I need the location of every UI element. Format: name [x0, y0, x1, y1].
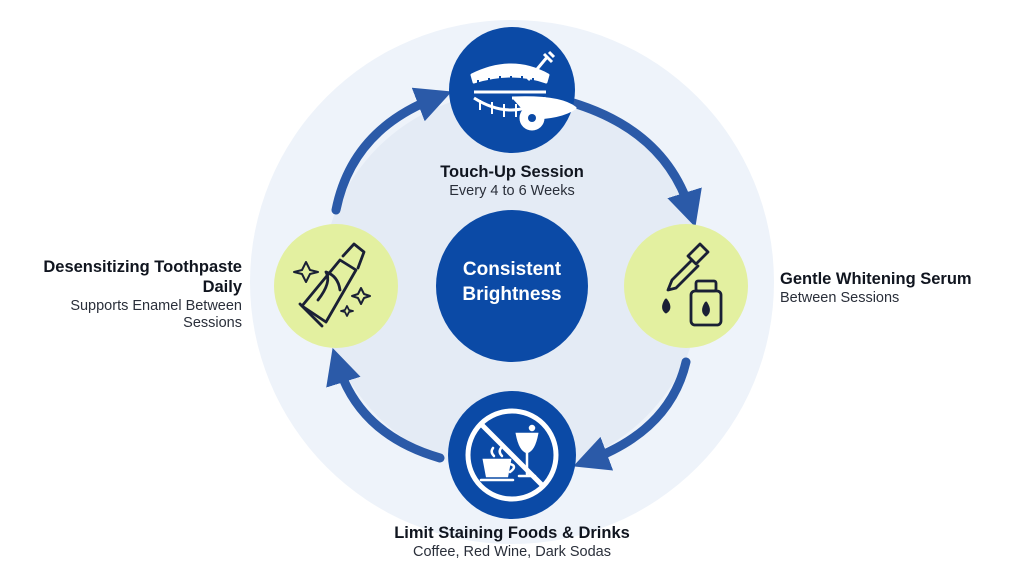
step-subtitle: Coffee, Red Wine, Dark Sodas — [413, 543, 611, 560]
center-title: Consistent Brightness — [462, 259, 562, 305]
toothpaste-sparkle-icon — [293, 242, 371, 328]
arrow-right-to-bottom — [573, 357, 691, 471]
step-subtitle: Every 4 to 6 Weeks — [449, 182, 575, 199]
arrow-left-to-top — [331, 87, 452, 215]
arrow-bottom-to-left — [326, 347, 445, 463]
node-toothpaste — [274, 224, 398, 348]
node-serum — [624, 224, 748, 348]
step-label-toothpaste: Desensitizing Toothpaste Daily Supports … — [40, 258, 242, 332]
arrow-top-to-right — [565, 97, 702, 228]
step-title: Gentle Whitening Serum — [780, 270, 972, 288]
step-title: Touch-Up Session — [440, 163, 584, 181]
step-label-limit-staining: Limit Staining Foods & Drinks Coffee, Re… — [352, 524, 672, 561]
step-title: Limit Staining Foods & Drinks — [394, 524, 630, 542]
no-coffee-wine-icon — [479, 424, 539, 482]
step-label-touch-up: Touch-Up Session Every 4 to 6 Weeks — [392, 163, 632, 200]
node-touch-up — [449, 27, 577, 153]
step-label-serum: Gentle Whitening Serum Between Sessions — [780, 270, 1020, 307]
step-title: Desensitizing Toothpaste Daily — [43, 258, 242, 296]
node-limit-staining — [448, 391, 576, 519]
step-subtitle: Between Sessions — [780, 289, 900, 306]
teeth-whitening-tray-icon — [470, 50, 577, 131]
center-circle — [436, 210, 588, 362]
dropper-bottle-icon — [662, 242, 723, 327]
step-subtitle: Supports Enamel Between Sessions — [70, 297, 242, 331]
